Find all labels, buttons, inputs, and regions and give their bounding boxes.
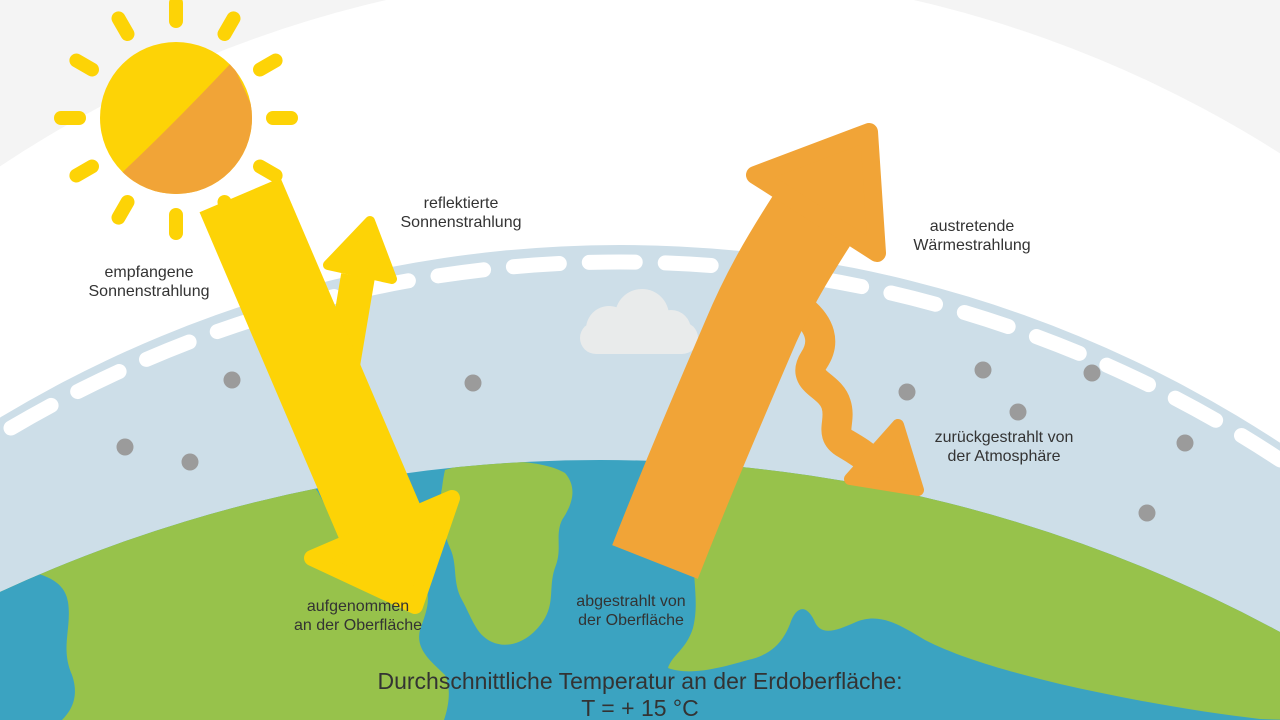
sun-shaded-half: [112, 62, 252, 194]
gas-dot: [974, 361, 992, 379]
sun-icon: [54, 0, 298, 240]
gas-dot: [464, 374, 482, 392]
label-received-solar: empfangene Sonnenstrahlung: [88, 263, 210, 300]
gas-dot: [898, 383, 916, 401]
atmosphere-boundary-dashed-line: [0, 254, 1280, 470]
label-absorbed-surface: aufgenommen an der Oberfläche: [293, 597, 423, 634]
gas-dot: [223, 371, 241, 389]
label-emitted-surface: abgestrahlt von der Oberfläche: [576, 592, 686, 629]
land-peninsula: [440, 461, 573, 645]
gas-dot: [1176, 434, 1194, 452]
back-radiation-arrow: [791, 298, 924, 496]
label-back-radiated: zurückgestrahlt von der Atmosphäre: [934, 428, 1074, 465]
incoming-solar-arrow: [199, 177, 460, 614]
caption-line-1: Durchschnittliche Temperatur an der Erdo…: [377, 667, 903, 694]
label-outgoing-heat: austretende Wärmestrahlung: [913, 217, 1031, 254]
gas-dot: [181, 453, 199, 471]
gas-dot: [1138, 504, 1156, 522]
gas-dot: [1009, 403, 1027, 421]
gas-dot: [116, 438, 134, 456]
sun-rays: [54, 0, 298, 240]
cloud-icon: [580, 289, 698, 354]
outgoing-heat-arrow: [612, 123, 886, 579]
water-inlet-left: [0, 569, 75, 720]
gas-dot: [1083, 364, 1101, 382]
caption-line-2: T = + 15 °C: [581, 695, 699, 720]
label-reflected-solar: reflektierte Sonnenstrahlung: [400, 194, 522, 231]
average-temperature-caption: Durchschnittliche Temperatur an der Erdo…: [377, 668, 902, 720]
